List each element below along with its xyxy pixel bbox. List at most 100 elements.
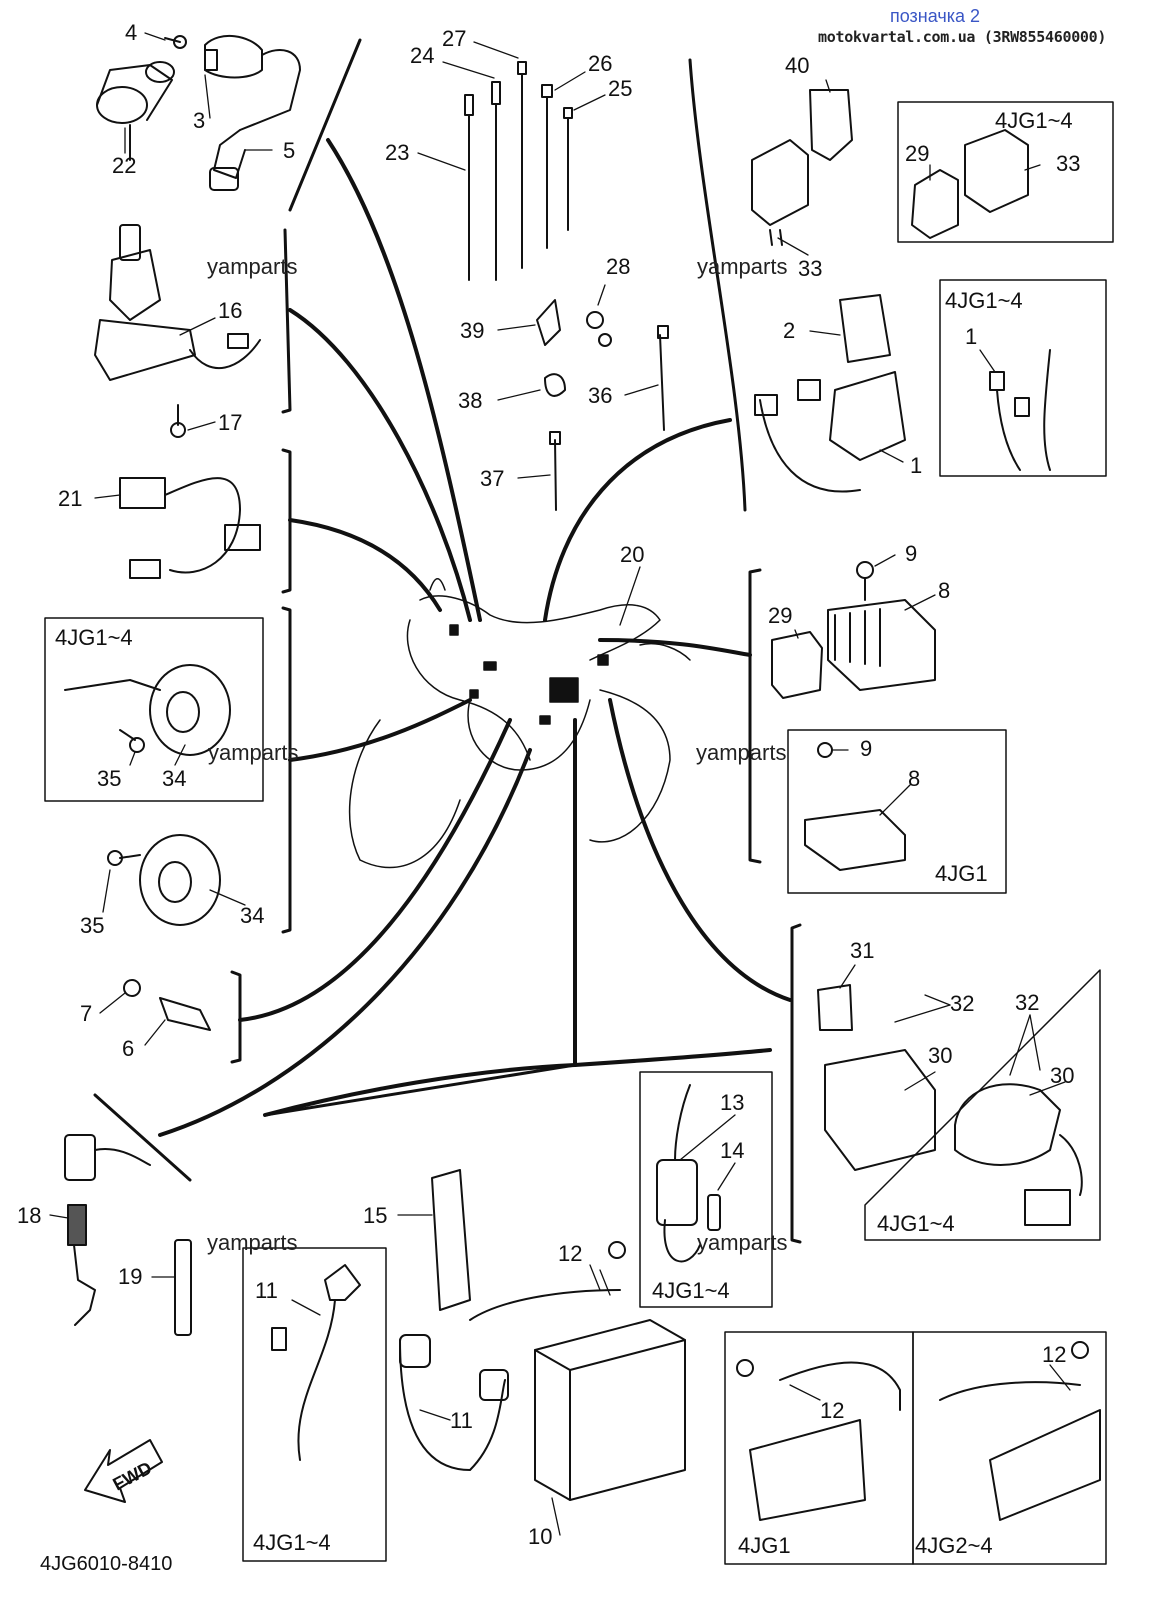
rectifier-group bbox=[771, 561, 1007, 894]
callout-5: 5 bbox=[283, 138, 296, 163]
coupler-group bbox=[119, 477, 261, 579]
callout-33: 33 bbox=[1056, 151, 1081, 176]
variant-box-12b bbox=[912, 1331, 1107, 1565]
variant-label: 4JG1~4 bbox=[55, 625, 133, 650]
callout-2: 2 bbox=[783, 318, 796, 343]
variant-label: 4JG1~4 bbox=[652, 1278, 730, 1303]
main-relay-group bbox=[754, 279, 1107, 493]
variant-box-33 bbox=[897, 101, 1114, 243]
variant-box-13 bbox=[639, 1071, 773, 1308]
battery-lead-variants bbox=[724, 1331, 1107, 1565]
callout-35: 35 bbox=[80, 913, 105, 938]
callout-31: 31 bbox=[850, 938, 875, 963]
callout-33: 33 bbox=[798, 256, 823, 281]
callout-13: 13 bbox=[720, 1090, 745, 1115]
callout-17: 17 bbox=[218, 410, 243, 435]
callout-10: 10 bbox=[528, 1524, 553, 1549]
watermark: yamparts bbox=[208, 740, 299, 765]
relay-group bbox=[751, 89, 1114, 246]
callout-1: 1 bbox=[965, 324, 978, 349]
watermark: yamparts bbox=[697, 254, 788, 279]
callout-25: 25 bbox=[608, 76, 633, 101]
callout-12: 12 bbox=[1042, 1342, 1067, 1367]
variant-label: 4JG1~4 bbox=[877, 1211, 955, 1236]
variant-label: 4JG1 bbox=[935, 861, 988, 886]
variant-label: 4JG1 bbox=[738, 1533, 791, 1558]
callout-40: 40 bbox=[785, 53, 810, 78]
callout-30: 30 bbox=[1050, 1063, 1075, 1088]
ignition-switch-group bbox=[94, 224, 261, 438]
variant-box-11 bbox=[242, 1247, 387, 1562]
watermark: yamparts bbox=[207, 254, 298, 279]
variant-label: 4JG1~4 bbox=[995, 108, 1073, 133]
horn-group bbox=[44, 617, 264, 926]
callout-37: 37 bbox=[480, 466, 505, 491]
brake-switch-group bbox=[64, 1134, 192, 1336]
fwd-arrow bbox=[84, 1439, 163, 1503]
callout-28: 28 bbox=[606, 254, 631, 279]
callout-23: 23 bbox=[385, 140, 410, 165]
group-brackets bbox=[93, 38, 802, 1244]
callout-22: 22 bbox=[112, 153, 137, 178]
header-title: позначка 2 bbox=[890, 6, 981, 26]
callout-14: 14 bbox=[720, 1138, 745, 1163]
callout-35: 35 bbox=[97, 766, 122, 791]
header-source: motokvartal.com.ua (3RW855460000) bbox=[818, 28, 1107, 46]
callout-11: 11 bbox=[450, 1408, 473, 1433]
ignition-coil-group bbox=[96, 34, 301, 191]
variant-label: 4JG1~4 bbox=[945, 288, 1023, 313]
callout-36: 36 bbox=[588, 383, 613, 408]
watermark: yamparts bbox=[207, 1230, 298, 1255]
callout-8: 8 bbox=[938, 578, 951, 603]
harness-lines bbox=[158, 138, 792, 1137]
callout-18: 18 bbox=[17, 1203, 42, 1228]
callout-15: 15 bbox=[363, 1203, 388, 1228]
callout-1: 1 bbox=[910, 453, 923, 478]
callout-29: 29 bbox=[905, 141, 930, 166]
callout-9: 9 bbox=[905, 541, 918, 566]
variant-box-30 bbox=[864, 969, 1101, 1241]
callout-26: 26 bbox=[588, 51, 613, 76]
callout-19: 19 bbox=[118, 1264, 143, 1289]
callout-34: 34 bbox=[240, 903, 265, 928]
callout-21: 21 bbox=[58, 486, 83, 511]
callout-16: 16 bbox=[218, 298, 243, 323]
callout-12: 12 bbox=[820, 1398, 845, 1423]
callout-30: 30 bbox=[928, 1043, 953, 1068]
callout-34: 34 bbox=[162, 766, 187, 791]
leader-lines bbox=[49, 32, 1071, 1536]
callout-4: 4 bbox=[125, 20, 138, 45]
callout-39: 39 bbox=[460, 318, 485, 343]
callout-6: 6 bbox=[122, 1036, 135, 1061]
callout-24: 24 bbox=[410, 43, 435, 68]
spark-lead-group bbox=[242, 1247, 387, 1562]
callout-27: 27 bbox=[442, 26, 467, 51]
ignition-lead-group bbox=[639, 1071, 773, 1308]
watermark: yamparts bbox=[697, 1230, 788, 1255]
callout-9: 9 bbox=[860, 736, 873, 761]
callout-20: 20 bbox=[620, 542, 645, 567]
callout-12: 12 bbox=[558, 1241, 583, 1266]
callout-8: 8 bbox=[908, 766, 921, 791]
watermark: yamparts bbox=[696, 740, 787, 765]
callout-7: 7 bbox=[80, 1001, 93, 1026]
neutral-switch-group bbox=[123, 979, 211, 1031]
cable-ties-group bbox=[464, 61, 669, 511]
variant-label: 4JG1~4 bbox=[253, 1530, 331, 1555]
bike-silhouette bbox=[348, 578, 691, 869]
callout-11: 11 bbox=[255, 1278, 278, 1303]
callout-29: 29 bbox=[768, 603, 793, 628]
starter-relay-group bbox=[817, 969, 1101, 1241]
diagram-code: 4JG6010-8410 bbox=[40, 1553, 173, 1575]
callout-3: 3 bbox=[193, 108, 206, 133]
variant-box-1 bbox=[939, 279, 1107, 477]
callout-32: 32 bbox=[1015, 990, 1040, 1015]
variant-box-34 bbox=[44, 617, 264, 802]
variant-box-8 bbox=[787, 729, 1007, 894]
battery-group bbox=[399, 1169, 686, 1501]
callout-38: 38 bbox=[458, 388, 483, 413]
variant-label: 4JG2~4 bbox=[915, 1533, 993, 1558]
callout-32: 32 bbox=[950, 991, 975, 1016]
